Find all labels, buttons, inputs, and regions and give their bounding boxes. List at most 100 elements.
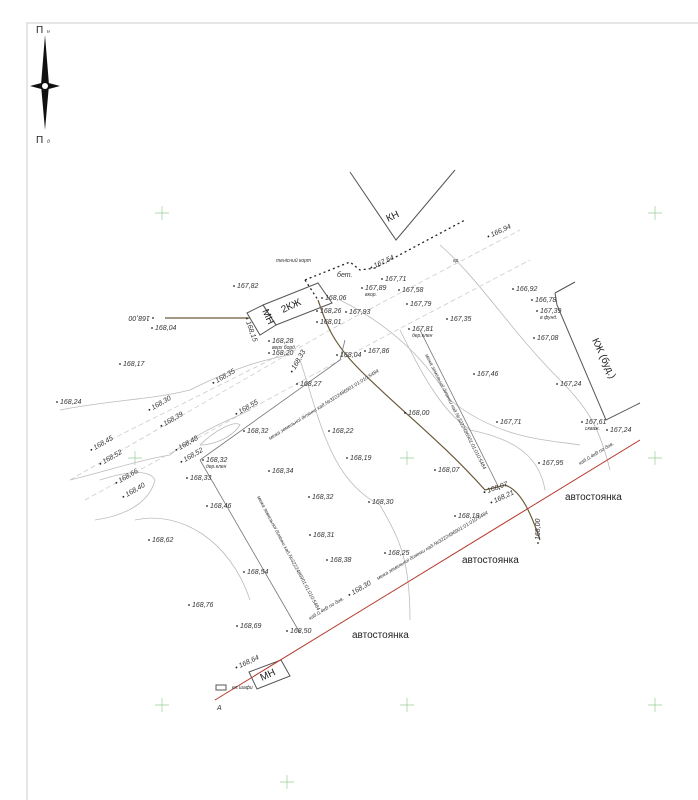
- elevation-value: 168,30: [351, 580, 373, 597]
- elevation-value: 168,32: [312, 494, 334, 501]
- elevation-dot: [119, 363, 121, 365]
- elevation-dot: [245, 317, 248, 320]
- elevation-note: дер.клен: [412, 333, 433, 339]
- compass-south: П: [36, 135, 43, 146]
- elevation-note: в фунд.: [540, 315, 557, 321]
- elevation-point: 168,32: [243, 428, 269, 435]
- elevation-value: 168,40: [125, 482, 147, 499]
- elevation-dot: [606, 429, 608, 431]
- elevation-dot: [361, 287, 363, 289]
- elevation-value: 167,71: [385, 276, 407, 283]
- elevation-dot: [309, 534, 311, 536]
- label-ground: гр.: [453, 258, 460, 264]
- elevation-dot: [321, 297, 323, 299]
- elevation-dot: [483, 491, 486, 494]
- elevation-value: 167,46: [477, 371, 499, 378]
- elevation-value: 168,00: [535, 518, 542, 540]
- elevation-dot: [212, 381, 215, 384]
- elevation-point: 168,27: [296, 381, 323, 388]
- elevation-value: 168,66: [118, 468, 140, 485]
- elevation-point: 168,20: [268, 350, 294, 357]
- elevation-point: 166,78: [531, 297, 557, 304]
- elevation-point: 167,24: [606, 427, 632, 434]
- elevation-value: 168,04: [340, 352, 362, 359]
- elevation-dot: [434, 469, 436, 471]
- elevation-value: 168,30: [151, 395, 173, 412]
- elevation-value: 168,27: [300, 381, 323, 388]
- elevation-dot: [345, 311, 347, 313]
- label-point-a: А: [216, 705, 222, 712]
- elevation-value: 166,78: [535, 297, 557, 304]
- label-boundary-4: межа земельної ділянки кад.№3222486901:0…: [376, 510, 490, 582]
- elevation-value: 168,33: [190, 475, 212, 482]
- elevation-point: 168,06: [321, 295, 347, 302]
- elevation-value: 167,95: [542, 460, 564, 467]
- elevation-point: 167,39в фунд.: [536, 308, 562, 321]
- label-boundary-1: межа земельної ділянки кад.№3222486901:0…: [268, 368, 380, 441]
- elevation-point: 168,35: [212, 368, 237, 385]
- elevation-value: 167,39: [540, 308, 562, 315]
- elevation-value: 168,15: [244, 320, 258, 343]
- elevation-point: 168,46: [206, 503, 232, 510]
- elevation-value: 167,86: [368, 348, 390, 355]
- elevation-dot: [398, 289, 400, 291]
- elevation-value: 168,76: [192, 602, 214, 609]
- north-arrow-icon: [30, 35, 60, 130]
- tennis-court-fence: [304, 219, 466, 281]
- elevation-value: 166,92: [516, 286, 538, 293]
- elevation-dot: [328, 430, 330, 432]
- elevation-point: 168,07: [434, 467, 461, 474]
- elevation-point: 168,00: [404, 410, 430, 417]
- elevation-dot: [235, 666, 238, 669]
- elevation-value: 168,32: [206, 457, 228, 464]
- elevation-note: верх борд.: [272, 345, 296, 351]
- label-mn-bottom: МН: [259, 667, 278, 684]
- elevation-note: вкор.: [365, 292, 377, 298]
- elevation-value: 168,39: [163, 411, 185, 428]
- elevation-dot: [206, 505, 208, 507]
- elevation-value: 168,04: [155, 325, 177, 332]
- grid-crosses: [128, 206, 662, 789]
- cable-line: [214, 439, 641, 701]
- elevation-dot: [268, 340, 270, 342]
- elevation-dot: [286, 630, 288, 632]
- elevation-dot: [202, 459, 204, 461]
- compass-north-sub: н: [47, 29, 50, 35]
- elevation-point: 168,76: [188, 602, 214, 609]
- elevation-dot: [316, 321, 318, 323]
- elevation-point: 168,50: [286, 628, 312, 635]
- elevation-value: 168,18: [458, 513, 480, 520]
- elevation-point: 168,66: [115, 468, 140, 485]
- label-el-cabinets: ел.шафи: [232, 685, 253, 691]
- elevation-point: 168,22: [328, 428, 354, 435]
- label-boundary-2: межа земельної ділянки кад.№3222486901:0…: [255, 495, 321, 612]
- elevation-value: 168,06: [325, 295, 347, 302]
- elevation-dot: [186, 477, 188, 479]
- elevation-point: 168,54: [243, 569, 269, 576]
- elevation-dot: [454, 515, 456, 517]
- elevation-dot: [336, 354, 338, 356]
- elevation-dot: [368, 501, 370, 503]
- elevation-point: 168,00: [535, 518, 542, 544]
- elevation-point: 167,35: [446, 316, 472, 323]
- parcel-boundaries: [199, 329, 501, 634]
- elevation-value: 168,00: [408, 410, 430, 417]
- elevation-value: 168,34: [272, 468, 294, 475]
- elevation-dot: [408, 328, 410, 330]
- elevation-dot: [406, 303, 408, 305]
- elevation-value: 167,61: [585, 419, 607, 426]
- elevation-dot: [538, 462, 540, 464]
- elevation-value: 168,26: [320, 308, 342, 315]
- elevation-value: 167,93: [349, 309, 371, 316]
- compass-south-sub: д: [47, 139, 50, 145]
- elevation-value: 168,24: [60, 399, 82, 406]
- elevation-value: 168,17: [123, 361, 146, 368]
- elevation-point: 168,01: [316, 319, 342, 326]
- elevation-point: 168,34: [268, 468, 294, 475]
- elevation-point: 168,32: [308, 494, 334, 501]
- elevation-value: 168,20: [272, 350, 294, 357]
- elevation-value: 167,24: [560, 381, 582, 388]
- elevation-value: 168,07: [438, 467, 461, 474]
